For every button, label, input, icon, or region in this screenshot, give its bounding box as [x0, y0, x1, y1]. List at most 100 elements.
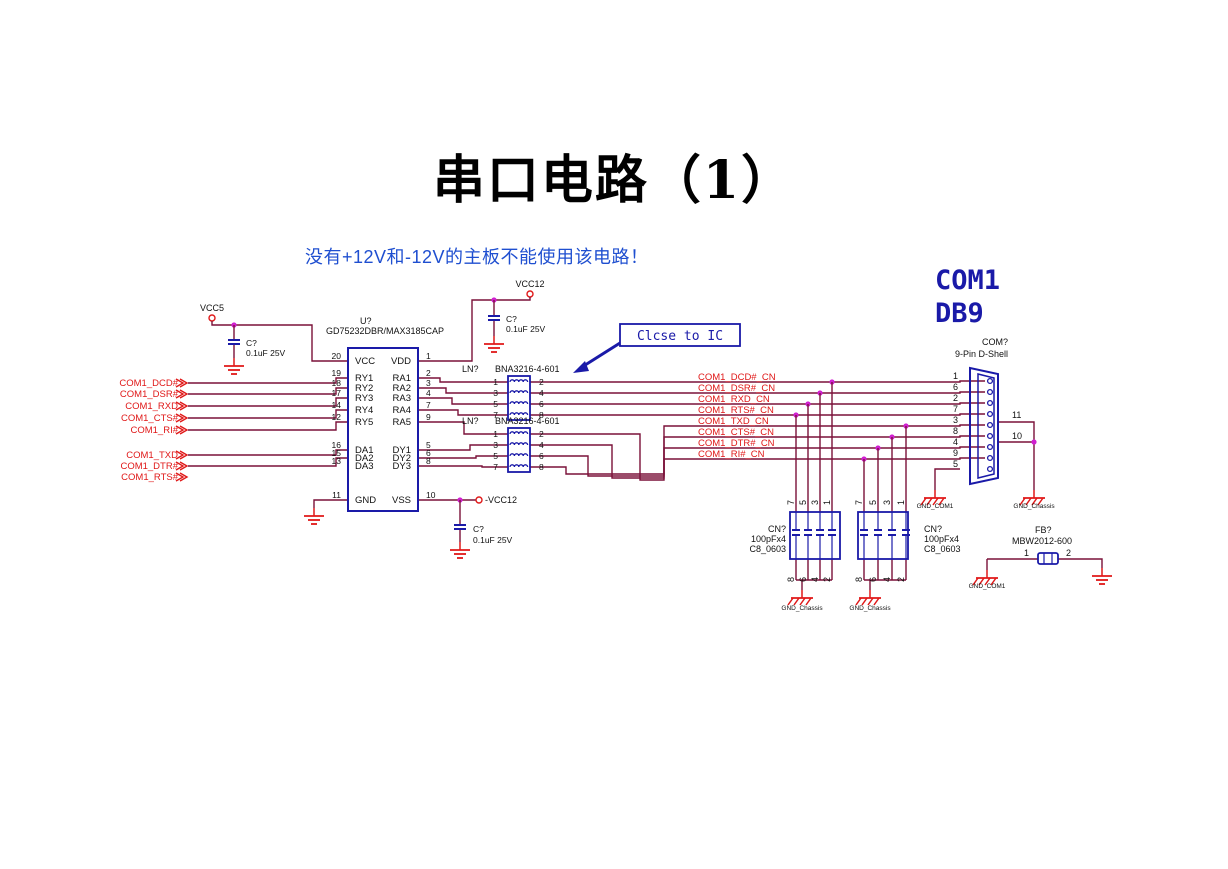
callout-arrowhead — [573, 361, 589, 373]
gnd-net — [313, 499, 348, 508]
db9-contact — [986, 443, 994, 451]
cap-array-pin-number: 4 — [810, 577, 820, 582]
ic-pin-number: 18 — [332, 378, 342, 388]
cap-array-pin-number: 8 — [854, 577, 864, 582]
filter-coil — [509, 431, 529, 435]
com-title: COM1 — [935, 265, 1000, 296]
ferrite-part: MBW2012-600 — [1012, 536, 1072, 546]
slide-title: 串口电路（1） — [432, 150, 796, 211]
db9-pin-number: 6 — [953, 382, 958, 392]
filter-coil — [509, 401, 529, 405]
ground-symbol — [972, 577, 979, 586]
cap-value: 0.1uF 25V — [506, 324, 546, 334]
cap-array-ref: CN? — [924, 524, 942, 534]
net-label: COM1_DTR#_CN — [698, 438, 775, 449]
net-label: COM1_TXD_CN — [698, 416, 769, 427]
db9-pin-number: 4 — [953, 437, 958, 447]
chassis-ground-symbol — [1025, 497, 1032, 506]
signal-net — [530, 413, 985, 416]
vcc5-symbol — [208, 314, 216, 322]
ic-ref: U? — [360, 316, 372, 326]
port-arrow — [179, 378, 189, 388]
input-port-label: COM1_CTS# — [121, 413, 179, 424]
net-label: COM1_DSR#_CN — [698, 383, 775, 394]
port-arrow — [175, 413, 185, 423]
ic-pin-number: 6 — [426, 448, 431, 458]
ic-pin-number: 14 — [332, 400, 342, 410]
ic-pin-name: DA1 — [355, 445, 373, 456]
ic-pin-name: DY3 — [393, 461, 411, 472]
filter-pin-number: 5 — [493, 399, 498, 409]
ic-pin-name: VDD — [391, 356, 411, 367]
input-net — [188, 409, 348, 419]
port-arrow — [175, 401, 185, 411]
ic-to-filter-net — [418, 409, 508, 416]
ground-label: GND_COM1 — [917, 503, 954, 510]
cap-array-value: 100pFx4 — [924, 534, 959, 544]
input-port-label: COM1_RXD — [125, 401, 178, 412]
ground-symbol — [932, 497, 939, 506]
db9-insert — [977, 373, 995, 479]
cap-value: 0.1uF 25V — [246, 348, 286, 358]
cap-array-pin-number: 6 — [798, 577, 808, 582]
shell-pin-number: 10 — [1012, 431, 1022, 441]
port-arrow — [175, 425, 185, 435]
net-label: COM1_DCD#_CN — [698, 372, 776, 383]
ic-pin-number: 5 — [426, 440, 431, 450]
cap-ref: C? — [473, 524, 484, 534]
input-net — [188, 457, 348, 467]
db9-contact — [986, 388, 994, 396]
net-label: COM1_RXD_CN — [698, 394, 770, 405]
ic-pin-name: RY5 — [355, 417, 373, 428]
db9-contact — [986, 465, 994, 473]
cap-array-pin-number: 5 — [868, 500, 878, 505]
ic-pin-name: RY1 — [355, 373, 373, 384]
cap-array-pin-number: 7 — [854, 500, 864, 505]
signal-net — [530, 380, 985, 383]
cap-array-pin-number: 6 — [868, 577, 878, 582]
cap-value: 0.1uF 25V — [473, 535, 513, 545]
filter-pin-number: 2 — [539, 429, 544, 439]
ic-to-filter-net — [418, 444, 508, 451]
chassis-ground-symbol — [861, 597, 868, 606]
db9-contact — [986, 454, 994, 462]
ic-body — [347, 347, 419, 512]
filter-part: BNA3216-4-601 — [495, 364, 560, 374]
chassis-ground-symbol — [1037, 497, 1044, 506]
ic-pin-name: GND — [355, 495, 376, 506]
filter-body — [507, 427, 531, 473]
ic-pin-number: 15 — [332, 448, 342, 458]
filter-pin-number: 7 — [493, 462, 498, 472]
vcc5-net — [211, 321, 348, 362]
cap-ref: C? — [246, 338, 257, 348]
db9-shell — [969, 366, 999, 486]
shell-net — [998, 421, 1035, 490]
ic-pin-name: RY2 — [355, 383, 373, 394]
db9-contact — [986, 421, 994, 429]
net-label: COM1_RTS#_CN — [698, 405, 774, 416]
ic-pin-number: 10 — [426, 490, 436, 500]
db9-contact — [986, 377, 994, 385]
filter-coil — [509, 442, 529, 446]
shell-pin-number: 11 — [1012, 410, 1021, 420]
chassis-ground-symbol — [799, 597, 806, 606]
cap-array-pin-number: 8 — [786, 577, 796, 582]
ic-pin-number: 2 — [426, 368, 431, 378]
filter-coil — [509, 453, 529, 457]
port-arrow — [179, 425, 189, 435]
chassis-ground-symbol — [793, 597, 800, 606]
port-arrow — [175, 461, 185, 471]
filter-pin-number: 6 — [539, 451, 544, 461]
cap-array-ref: CN? — [768, 524, 786, 534]
vcc5-label: VCC5 — [200, 303, 224, 313]
cap-array-footprint: C8_0603 — [749, 544, 786, 554]
filter-pin-number: 8 — [539, 410, 544, 420]
signal-net — [530, 457, 985, 475]
input-net — [188, 421, 348, 431]
ic-pin-name: DA3 — [355, 461, 373, 472]
port-arrow — [179, 401, 189, 411]
callout-box — [619, 323, 741, 347]
ic-pin-number: 4 — [426, 388, 431, 398]
ferrite-pin-number: 2 — [1066, 548, 1071, 558]
